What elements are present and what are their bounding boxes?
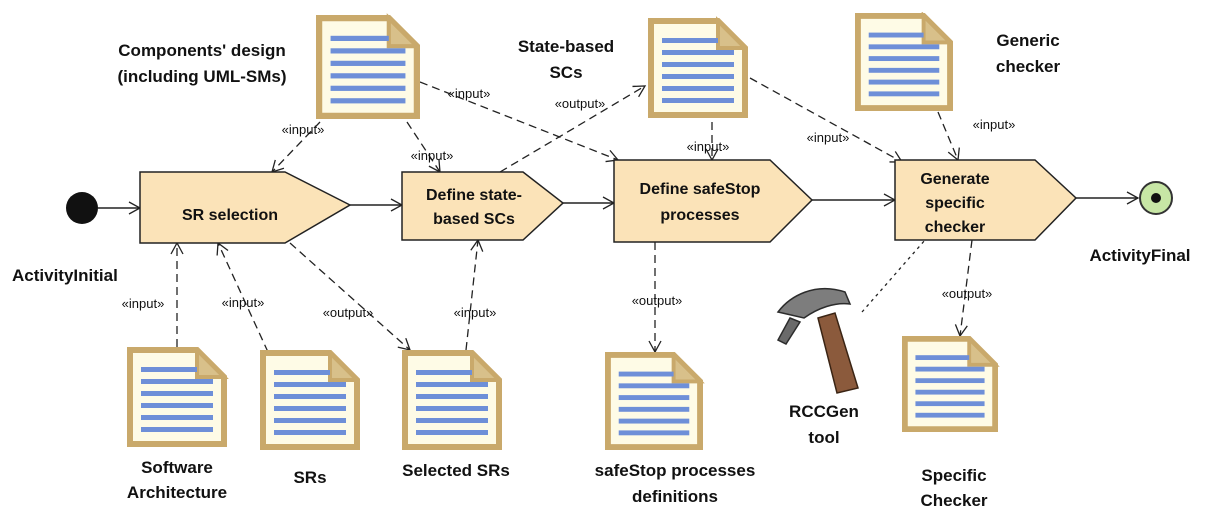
action-generate-specific-checker[interactable]: Generate specific checker xyxy=(894,159,1078,241)
artifact-safestop-definitions[interactable] xyxy=(608,355,700,447)
initial-node[interactable] xyxy=(66,192,98,224)
artifact-components-design[interactable] xyxy=(319,18,417,116)
flow-sr-to-selected xyxy=(289,242,412,351)
specific-checker-label-line2: Checker xyxy=(920,491,987,510)
components-design-label-line2: (including UML-SMs) xyxy=(117,67,286,86)
components-design-label-line1: Components' design xyxy=(118,41,285,60)
activity-final-label: ActivityFinal xyxy=(1089,246,1190,265)
final-node-core xyxy=(1151,193,1161,203)
artifact-srs[interactable] xyxy=(263,353,357,447)
stereo-output-sr-selected: «output» xyxy=(323,305,374,320)
action-define-state-based-scs[interactable]: Define state- based SCs xyxy=(401,171,565,241)
safestop-definitions-label-line1: safeStop processes xyxy=(595,461,756,480)
action-label-line1: Define safeStop xyxy=(640,181,761,198)
action-label-line3: checker xyxy=(925,219,986,236)
stereo-output-definesc-statebased: «output» xyxy=(555,96,606,111)
hammer-icon xyxy=(776,287,859,394)
srs-label: SRs xyxy=(293,468,326,487)
flow-definesc-to-statebased xyxy=(499,85,647,173)
activity-initial-label: ActivityInitial xyxy=(12,266,118,285)
stereo-input-components-sr: «input» xyxy=(282,122,325,137)
flow-srs-to-sr xyxy=(216,241,269,353)
stereo-input-components-definesc: «input» xyxy=(411,148,454,163)
stereo-input-softarch-sr: «input» xyxy=(122,296,165,311)
stereo-input-statebased-generate: «input» xyxy=(807,130,850,145)
specific-checker-label-line1: Specific xyxy=(921,466,986,485)
selected-srs-label: Selected SRs xyxy=(402,461,510,480)
action-label-line1: Define state- xyxy=(426,187,522,204)
flow-generate-to-specific xyxy=(954,239,973,338)
stereo-input-selected-definesc: «input» xyxy=(454,305,497,320)
flow-generic-to-generate xyxy=(937,111,960,162)
stereo-input-components-safestop: «input» xyxy=(448,86,491,101)
stereo-input-srs-sr: «input» xyxy=(222,295,265,310)
artifact-selected-srs[interactable] xyxy=(405,353,499,447)
software-architecture-label-line2: Architecture xyxy=(127,483,227,502)
flow-selected-to-definesc xyxy=(465,238,484,351)
artifact-state-based-scs[interactable] xyxy=(651,21,745,115)
action-define-safestop[interactable]: Define safeStop processes xyxy=(613,159,814,243)
tool-label-line2: tool xyxy=(808,428,839,447)
stereo-output-safestop-definitions: «output» xyxy=(632,293,683,308)
generic-checker-label-line1: Generic xyxy=(996,31,1059,50)
safestop-definitions-label-line2: definitions xyxy=(632,487,718,506)
state-based-scs-label-line2: SCs xyxy=(549,63,582,82)
artifact-generic-checker[interactable] xyxy=(858,16,950,108)
flow-statebased-to-generate xyxy=(749,77,904,163)
artifact-software-architecture[interactable] xyxy=(130,350,224,444)
flow-components-to-safestop xyxy=(419,81,620,163)
flow-components-to-definesc xyxy=(406,121,441,174)
action-label-line1: Generate xyxy=(920,171,989,188)
generic-checker-label-line2: checker xyxy=(996,57,1061,76)
stereo-input-generic-generate: «input» xyxy=(973,117,1016,132)
action-label-line2: specific xyxy=(925,195,985,212)
action-sr-selection[interactable]: SR selection xyxy=(139,171,352,244)
action-label: SR selection xyxy=(182,207,278,224)
tool-label-line1: RCCGen xyxy=(789,402,859,421)
stereo-input-statebased-safestop: «input» xyxy=(687,139,730,154)
tool-association xyxy=(861,239,926,313)
action-label-line2: processes xyxy=(660,207,739,224)
software-architecture-label-line1: Software xyxy=(141,458,213,477)
stereo-output-generate-specific: «output» xyxy=(942,286,993,301)
flow-components-to-sr xyxy=(271,121,321,173)
artifact-specific-checker[interactable] xyxy=(905,339,995,429)
action-label-line2: based SCs xyxy=(433,211,515,228)
state-based-scs-label-line1: State-based xyxy=(518,37,614,56)
